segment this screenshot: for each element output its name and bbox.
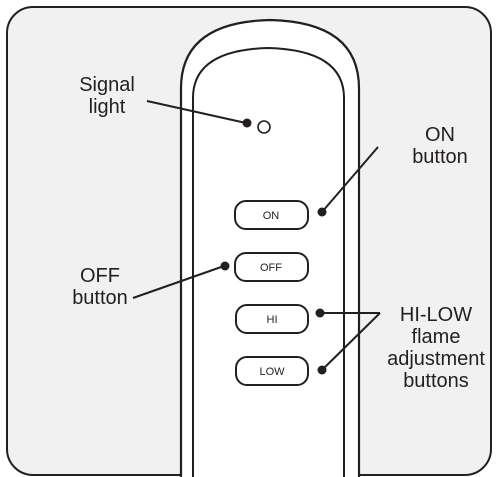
low-button-dot [317,365,327,375]
off-button[interactable]: OFF [234,252,309,282]
hi-button-dot [315,308,325,318]
remote-body-outline [179,18,361,477]
signal-light-dot [242,118,252,128]
remote-inner-outline [192,46,345,477]
off-button-leader [132,265,225,299]
low-leader [321,312,381,371]
signal-light-label: Signal light [79,74,135,118]
on-button-leader [321,146,379,213]
low-button-label: LOW [259,366,285,378]
on-button[interactable]: ON [234,200,309,230]
signal-light-leader [146,100,247,124]
leader-dots [220,118,327,375]
on-button-callout-label: ON button [412,124,468,168]
off-button-callout-label: OFF button [72,265,128,309]
low-button[interactable]: LOW [235,356,309,386]
hi-button[interactable]: HI [235,304,309,334]
signal-light-icon [257,120,271,134]
hi-low-callout-label: HI-LOW flame adjustment buttons [387,304,485,392]
on-button-label: ON [263,210,280,222]
hi-button-label: HI [267,314,278,326]
leader-lines [132,100,381,371]
on-button-dot [317,207,327,217]
off-button-label: OFF [260,262,282,274]
off-button-dot [220,261,230,271]
